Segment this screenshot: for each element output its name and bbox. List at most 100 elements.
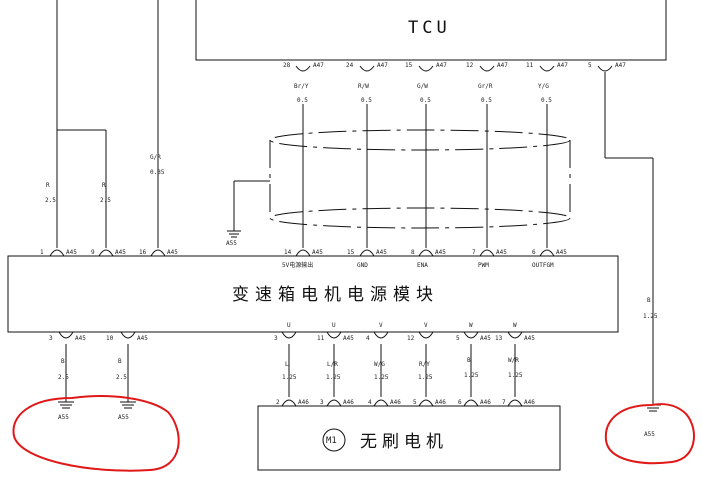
tcu-pin: 15 A47 G/W 0.5: [405, 62, 447, 104]
svg-text:A46: A46: [524, 399, 535, 406]
signal-wires: B 1.25: [302, 72, 658, 405]
svg-text:4: 4: [368, 399, 372, 406]
svg-text:12: 12: [466, 62, 474, 69]
wire-color-label: B: [647, 297, 651, 304]
svg-text:1.25: 1.25: [508, 372, 523, 379]
module-pin: 10 A45 B 2.5 A55: [106, 331, 148, 421]
svg-text:A46: A46: [298, 399, 309, 406]
svg-text:2: 2: [276, 399, 280, 406]
phase-wire: U 3 L 1.25: [274, 322, 297, 397]
svg-text:R/W: R/W: [358, 83, 369, 90]
svg-text:3: 3: [320, 399, 324, 406]
module-pin: 15 A45 GND: [347, 249, 387, 269]
power-module-block: 变速箱电机电源模块: [7, 255, 619, 333]
tcu-pin: 28 A47 Br/Y 0.5: [283, 62, 324, 104]
module-pin: 14 A45 5V电源输出: [282, 249, 323, 269]
wire-color-label: R: [102, 182, 106, 189]
svg-text:U: U: [287, 322, 291, 329]
svg-text:1.25: 1.25: [418, 374, 433, 381]
svg-text:B: B: [467, 357, 471, 364]
motor-pin: 4 A46: [368, 399, 401, 407]
svg-text:15: 15: [347, 249, 355, 256]
svg-text:A45: A45: [343, 335, 354, 342]
tcu-pins: 28 A47 Br/Y 0.5 24 A47 R/W 0.5 15 A47 G/…: [283, 62, 626, 104]
svg-text:7: 7: [472, 249, 476, 256]
svg-text:0.5: 0.5: [481, 97, 492, 104]
pin-function-label: PWM: [478, 262, 489, 269]
ground-label: A55: [644, 431, 655, 438]
svg-text:A47: A47: [377, 62, 388, 69]
motor-label: 无刷电机: [360, 432, 448, 452]
ground-label: A55: [118, 414, 129, 421]
pin-function-label: GND: [357, 262, 368, 269]
annotation-circle-right: [604, 403, 695, 465]
svg-text:V: V: [379, 322, 383, 329]
svg-text:A45: A45: [167, 249, 178, 256]
svg-text:B: B: [118, 358, 122, 365]
svg-text:16: 16: [139, 249, 147, 256]
cable-shield: A55: [226, 129, 571, 247]
module-pin: 6 A45 OUTFGM: [532, 249, 567, 269]
svg-text:1.25: 1.25: [464, 372, 479, 379]
svg-text:V: V: [424, 322, 428, 329]
svg-text:7: 7: [502, 399, 506, 406]
left-supply-wires: R 2.5 R 2.5 G/R 0.35: [45, 0, 165, 248]
svg-text:13: 13: [495, 335, 503, 342]
svg-text:0.5: 0.5: [541, 97, 552, 104]
pin-function-label: OUTFGM: [532, 262, 554, 269]
phase-wire: V 4 W/G 1.25: [366, 322, 389, 397]
svg-text:A45: A45: [115, 249, 126, 256]
ground-label: A55: [58, 414, 69, 421]
module-label: 变速箱电机电源模块: [232, 285, 439, 305]
svg-text:Gr/R: Gr/R: [478, 83, 493, 90]
svg-text:0.5: 0.5: [420, 97, 431, 104]
svg-text:A45: A45: [137, 335, 148, 342]
svg-text:11: 11: [317, 335, 325, 342]
module-ground-pins: 3 A45 B 2.5 A55 10 A45 B 2.5 A55: [49, 331, 148, 421]
svg-text:1.25: 1.25: [374, 374, 389, 381]
svg-text:A47: A47: [436, 62, 447, 69]
motor-pin: 6 A46: [458, 399, 491, 407]
tcu-pin: 11 A47 Y/G 0.5: [526, 62, 568, 104]
svg-text:1.25: 1.25: [282, 374, 297, 381]
svg-text:3: 3: [274, 335, 278, 342]
svg-text:A46: A46: [390, 399, 401, 406]
svg-text:5: 5: [588, 62, 592, 69]
svg-text:24: 24: [346, 62, 354, 69]
module-pin: 1 A45: [40, 249, 77, 257]
annotation-circle-left: [12, 395, 180, 472]
svg-text:28: 28: [283, 62, 291, 69]
svg-text:B: B: [61, 358, 65, 365]
svg-text:A47: A47: [557, 62, 568, 69]
svg-text:12: 12: [407, 335, 415, 342]
svg-text:G/W: G/W: [417, 83, 428, 90]
svg-text:11: 11: [526, 62, 534, 69]
svg-text:6: 6: [458, 399, 462, 406]
motor-block: M1 无刷电机: [257, 405, 561, 471]
motor-symbol-icon: [322, 428, 346, 452]
svg-text:0.5: 0.5: [361, 97, 372, 104]
svg-text:A45: A45: [376, 249, 387, 256]
tcu-pin: 5 A47: [588, 62, 626, 72]
svg-text:W: W: [513, 322, 517, 329]
svg-text:A45: A45: [312, 249, 323, 256]
tcu-title: TCU: [408, 18, 451, 38]
svg-text:2.5: 2.5: [58, 374, 69, 381]
svg-text:A45: A45: [496, 249, 507, 256]
svg-text:A45: A45: [556, 249, 567, 256]
svg-text:4: 4: [366, 335, 370, 342]
phase-wire: V 12 R/Y 1.25: [407, 322, 434, 397]
tcu-pin: 12 A47 Gr/R 0.5: [466, 62, 508, 104]
pin-function-label: 5V电源输出: [282, 261, 313, 269]
svg-text:A47: A47: [615, 62, 626, 69]
svg-text:14: 14: [284, 249, 292, 256]
svg-text:3: 3: [49, 335, 53, 342]
svg-text:5: 5: [456, 335, 460, 342]
svg-text:1: 1: [40, 249, 44, 256]
svg-text:A47: A47: [497, 62, 508, 69]
wire-size-label: 2.5: [100, 197, 111, 204]
svg-text:R/Y: R/Y: [419, 361, 430, 368]
right-ground: A55: [644, 404, 661, 438]
svg-text:A45: A45: [524, 335, 535, 342]
